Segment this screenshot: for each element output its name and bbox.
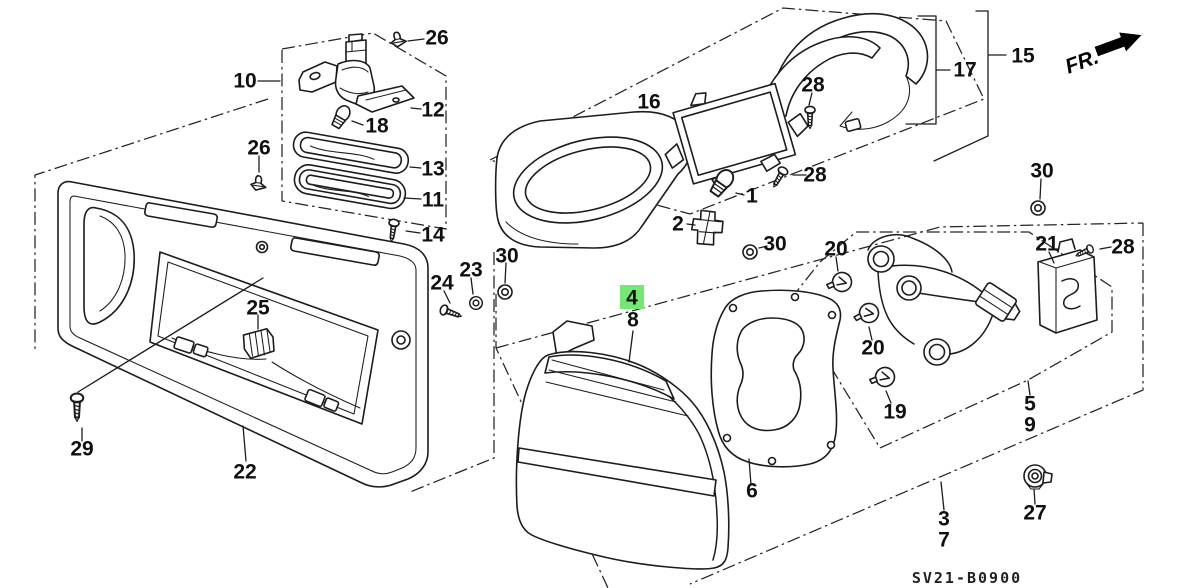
license-housing-drawing	[293, 164, 407, 210]
stoplight-socket-drawing	[690, 209, 724, 246]
connector-bracket-drawing	[1037, 238, 1098, 334]
stoplight-bulb-drawing	[709, 169, 735, 198]
part-label-8: 8	[627, 309, 639, 332]
leader-lines	[77, 10, 1112, 511]
part-label-14: 14	[421, 224, 445, 247]
clip-left-part	[249, 174, 268, 193]
garnish-slot-b	[290, 237, 380, 266]
part-label-6: 6	[746, 480, 758, 503]
part-label-1: 1	[746, 185, 758, 208]
stoplight-screw-b-part	[768, 164, 790, 191]
part-label-4-selected[interactable]: 4	[626, 287, 638, 310]
part-label-19: 19	[883, 401, 906, 424]
part-label-9: 9	[1024, 414, 1036, 437]
part-label-10: 10	[233, 70, 256, 93]
taillight-parts	[515, 234, 1098, 570]
bolt-24-part	[438, 303, 464, 322]
part-label-22: 22	[233, 461, 256, 484]
license-lens-drawing	[292, 131, 410, 174]
fr-arrow-icon	[1094, 32, 1142, 57]
highlight-box[interactable]	[620, 285, 644, 309]
wire-clip-25-part	[242, 327, 275, 360]
turn-bulb-part	[868, 363, 898, 390]
stoplight-cover-outer	[756, 12, 929, 132]
part-label-16: 16	[637, 91, 660, 114]
tail-bulb-b-part	[852, 300, 881, 325]
clip-top-part	[388, 30, 408, 49]
wire-harness-drawing	[867, 234, 1021, 366]
wire-connector-a	[173, 336, 209, 358]
highlighted-part-callout[interactable]: 4	[620, 285, 644, 310]
part-label-15: 15	[1011, 45, 1035, 68]
part-label-7: 7	[938, 529, 950, 552]
part-label-30-mid: 30	[763, 233, 786, 256]
taillight-gasket-drawing	[710, 289, 842, 468]
part-label-20-b: 20	[861, 337, 884, 360]
part-label-28-right: 28	[1111, 236, 1135, 259]
part-label-23: 23	[459, 259, 482, 282]
garnish-group-border-left	[34, 98, 269, 352]
part-label-18: 18	[365, 115, 389, 138]
garnish-group-border-right	[409, 252, 495, 493]
part-label-28-a: 28	[801, 74, 825, 97]
stoplight-grid-lens	[664, 82, 809, 191]
part-label-12: 12	[421, 99, 444, 122]
part-label-30-left: 30	[495, 245, 518, 268]
part-label-28-b: 28	[803, 164, 827, 187]
tail-bulb-a-part	[825, 268, 855, 295]
part-label-26-left: 26	[247, 137, 270, 160]
part-label-11: 11	[422, 189, 445, 212]
part-label-13: 13	[421, 158, 444, 181]
stoplight-parts	[494, 12, 1046, 260]
flange-nut-mid-part	[742, 244, 758, 260]
part-label-3: 3	[938, 508, 950, 531]
taillight-lens-drawing	[515, 320, 730, 570]
flange-nut-left-part	[497, 284, 513, 300]
part-label-21: 21	[1035, 233, 1059, 256]
diagram-code: SV21-B0900	[912, 569, 1022, 587]
bracket-17	[905, 15, 951, 125]
part-label-30-right: 30	[1030, 160, 1053, 183]
fr-label: FR.	[1062, 45, 1102, 78]
part-label-26-top: 26	[425, 27, 448, 50]
part-label-25: 25	[246, 297, 270, 320]
part-label-2: 2	[672, 213, 684, 236]
garnish-screw-part	[69, 392, 85, 423]
garnish-slot-a	[144, 202, 218, 228]
part-label-27: 27	[1023, 502, 1046, 525]
flange-nut-right-part	[1030, 200, 1046, 216]
license-light-parts	[249, 30, 415, 243]
license-bracket-drawing	[298, 33, 415, 113]
part-label-29: 29	[70, 438, 93, 461]
license-screw-part	[385, 217, 401, 243]
part-label-24: 24	[430, 272, 454, 295]
stoplight-housing-dish	[494, 110, 692, 249]
wire-connector-b	[304, 388, 340, 412]
nut-23-part	[468, 295, 484, 311]
special-nut-drawing	[1023, 464, 1053, 490]
fr-direction-marker: FR.	[1062, 32, 1142, 79]
license-bulb-drawing	[331, 105, 351, 130]
tailgate-garnish-drawing	[57, 180, 429, 488]
part-label-17: 17	[953, 59, 976, 82]
part-label-20-a: 20	[824, 238, 847, 261]
part-label-5: 5	[1024, 393, 1036, 416]
bracket-15	[933, 10, 1007, 162]
